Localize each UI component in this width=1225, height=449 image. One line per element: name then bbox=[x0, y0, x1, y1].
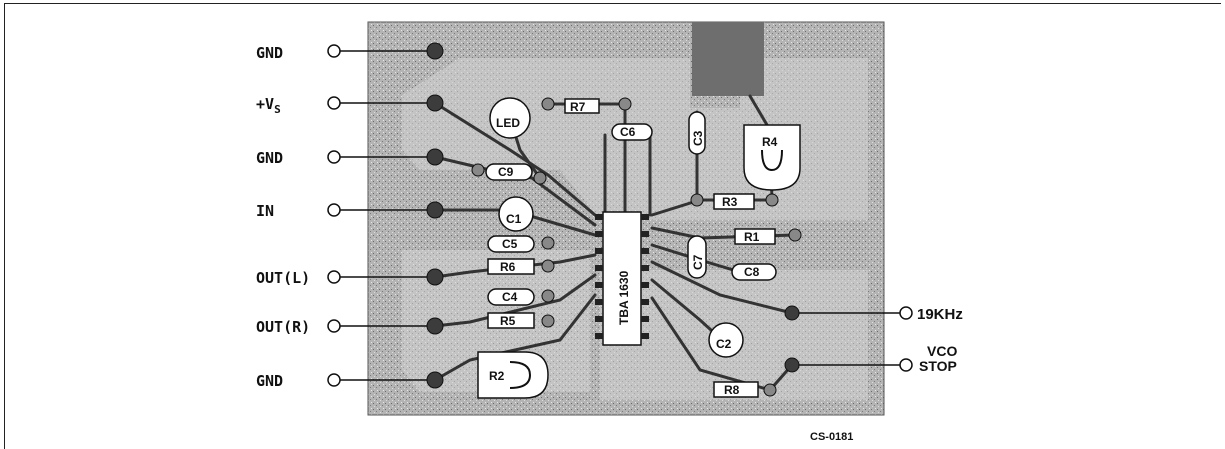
pin-label-out-l: OUT(L) bbox=[256, 269, 310, 287]
pcb-pads bbox=[426, 42, 802, 397]
right-pin-labels: 19KHz VCO STOP bbox=[917, 306, 963, 374]
svg-text:C1: C1 bbox=[506, 212, 522, 226]
pin-label-vco: VCO bbox=[927, 343, 957, 359]
pin-label-gnd-1: GND bbox=[256, 44, 283, 62]
svg-text:R2: R2 bbox=[489, 369, 505, 383]
pin-label-vs: +VS bbox=[256, 95, 281, 116]
terminal-vco-stop bbox=[792, 358, 913, 372]
svg-text:R8: R8 bbox=[724, 383, 740, 397]
svg-text:R1: R1 bbox=[744, 230, 760, 244]
led: LED bbox=[489, 97, 531, 139]
pin-label-19khz: 19KHz bbox=[917, 306, 963, 323]
terminal-19khz bbox=[792, 306, 913, 320]
terminal-out-r bbox=[327, 319, 432, 333]
resistor-r3: R3 bbox=[713, 193, 755, 210]
trimmer-r2: R2 bbox=[477, 351, 549, 399]
capacitor-c3: C3 bbox=[688, 111, 706, 155]
svg-text:R6: R6 bbox=[500, 260, 516, 274]
resistor-r5: R5 bbox=[487, 312, 535, 329]
svg-text:R7: R7 bbox=[570, 100, 586, 114]
ic-tba1630: TBA 1630 bbox=[595, 211, 649, 346]
svg-text:C9: C9 bbox=[498, 165, 514, 179]
left-pin-labels: GND +VS GND IN OUT(L) OUT(R) GND bbox=[256, 44, 310, 390]
resistor-r7: R7 bbox=[564, 98, 600, 114]
capacitor-c9: C9 bbox=[485, 163, 533, 181]
trimmer-r4: R4 bbox=[743, 124, 801, 191]
pin-label-stop: STOP bbox=[919, 358, 957, 374]
svg-text:C2: C2 bbox=[716, 337, 732, 351]
capacitor-c1: C1 bbox=[498, 196, 534, 232]
pin-label-gnd-3: GND bbox=[256, 372, 283, 390]
capacitor-c6: C6 bbox=[611, 123, 653, 141]
capacitor-c2: C2 bbox=[708, 322, 744, 358]
svg-text:C7: C7 bbox=[691, 254, 705, 270]
svg-text:R5: R5 bbox=[500, 314, 516, 328]
terminal-gnd-2 bbox=[327, 150, 432, 164]
terminal-gnd-1 bbox=[327, 44, 432, 58]
pin-label-in: IN bbox=[256, 202, 274, 220]
svg-text:C8: C8 bbox=[744, 265, 760, 279]
pin-label-out-r: OUT(R) bbox=[256, 318, 310, 336]
terminal-in bbox=[327, 203, 432, 217]
capacitor-c7: C7 bbox=[687, 235, 707, 279]
resistor-r1: R1 bbox=[734, 228, 776, 245]
terminal-out-l bbox=[327, 270, 432, 284]
resistor-r8: R8 bbox=[713, 381, 759, 398]
capacitor-c4: C4 bbox=[487, 288, 535, 306]
svg-text:C4: C4 bbox=[502, 290, 518, 304]
capacitor-c8: C8 bbox=[731, 263, 777, 281]
capacitor-c5: C5 bbox=[487, 235, 535, 253]
resistor-r6: R6 bbox=[487, 258, 535, 275]
svg-text:LED: LED bbox=[496, 116, 520, 130]
left-border bbox=[4, 3, 5, 449]
resistors: R7 R3 R1 R6 R5 R8 bbox=[487, 98, 776, 398]
svg-text:C5: C5 bbox=[502, 237, 518, 251]
terminal-vs bbox=[327, 96, 432, 110]
svg-text:C6: C6 bbox=[620, 125, 636, 139]
right-terminals bbox=[792, 306, 913, 372]
left-terminals bbox=[327, 44, 432, 387]
figure-code: CS-0181 bbox=[810, 431, 853, 443]
top-border bbox=[4, 3, 1221, 4]
pin-label-gnd-2: GND bbox=[256, 149, 283, 167]
svg-text:C3: C3 bbox=[691, 130, 705, 146]
capacitors: C6 C9 C5 C4 C8 C3 C7 C1 C2 bbox=[485, 111, 777, 358]
terminal-gnd-3 bbox=[327, 373, 432, 387]
svg-text:R3: R3 bbox=[722, 195, 738, 209]
svg-text:R4: R4 bbox=[762, 135, 778, 149]
ic-label: TBA 1630 bbox=[617, 270, 631, 325]
